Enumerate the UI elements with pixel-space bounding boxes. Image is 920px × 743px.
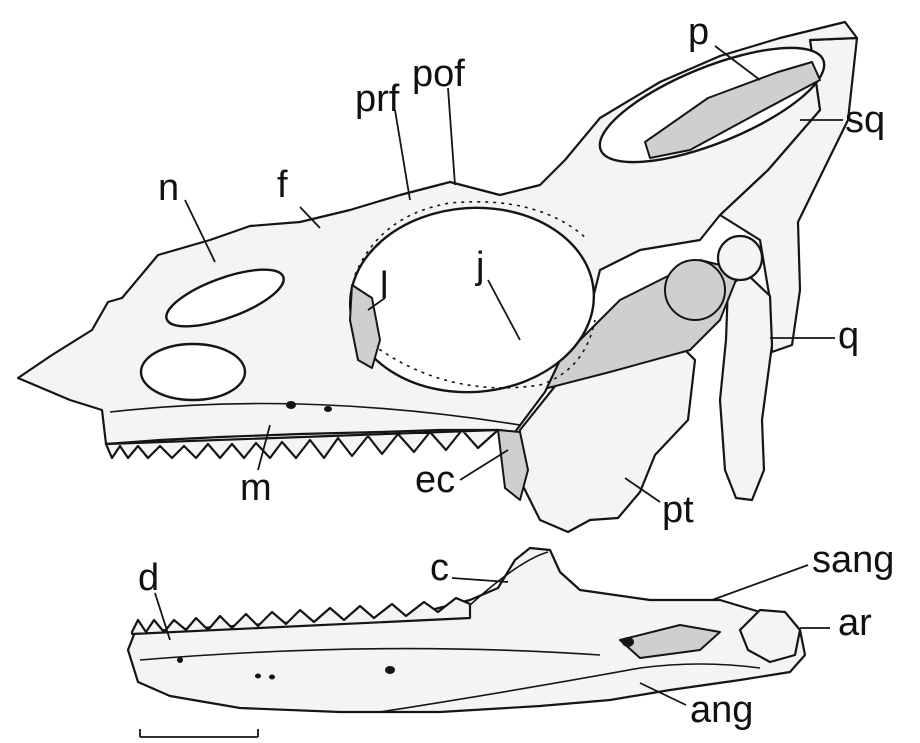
label-ang: ang <box>690 689 753 731</box>
dentary-foramen-2 <box>255 674 261 679</box>
label-pt: pt <box>662 489 694 531</box>
label-d: d <box>138 557 159 599</box>
label-prf: prf <box>355 78 400 120</box>
leader-sang <box>712 565 808 600</box>
dentary-foramen-1 <box>177 657 183 663</box>
label-q: q <box>838 315 859 357</box>
maxillary-foramen-1 <box>286 401 296 409</box>
maxillary-foramen-2 <box>324 406 332 412</box>
label-sq: sq <box>845 99 885 141</box>
label-sang: sang <box>812 539 894 581</box>
leader-pof <box>448 88 455 185</box>
quadrate-bone <box>720 275 772 500</box>
dentary-foramen-3 <box>269 675 275 680</box>
scale-bar <box>140 729 258 737</box>
label-l: l <box>380 265 388 307</box>
lower-jaw <box>128 548 805 712</box>
leader-ec <box>460 450 508 480</box>
label-c: c <box>430 547 449 589</box>
dentary-foramen-4 <box>385 666 395 674</box>
label-pof: pof <box>412 53 465 95</box>
quadrate-head <box>718 236 762 280</box>
label-f: f <box>277 164 288 206</box>
surangular-foramen <box>622 637 634 647</box>
label-ar: ar <box>838 602 872 644</box>
label-m: m <box>240 467 272 509</box>
occipital-condyle <box>665 260 725 320</box>
cranium <box>18 22 857 532</box>
leader-prf <box>395 110 410 200</box>
label-j: j <box>475 245 484 287</box>
external-naris <box>141 344 245 400</box>
label-p: p <box>688 11 709 53</box>
label-ec: ec <box>415 459 455 501</box>
label-n: n <box>158 167 179 209</box>
